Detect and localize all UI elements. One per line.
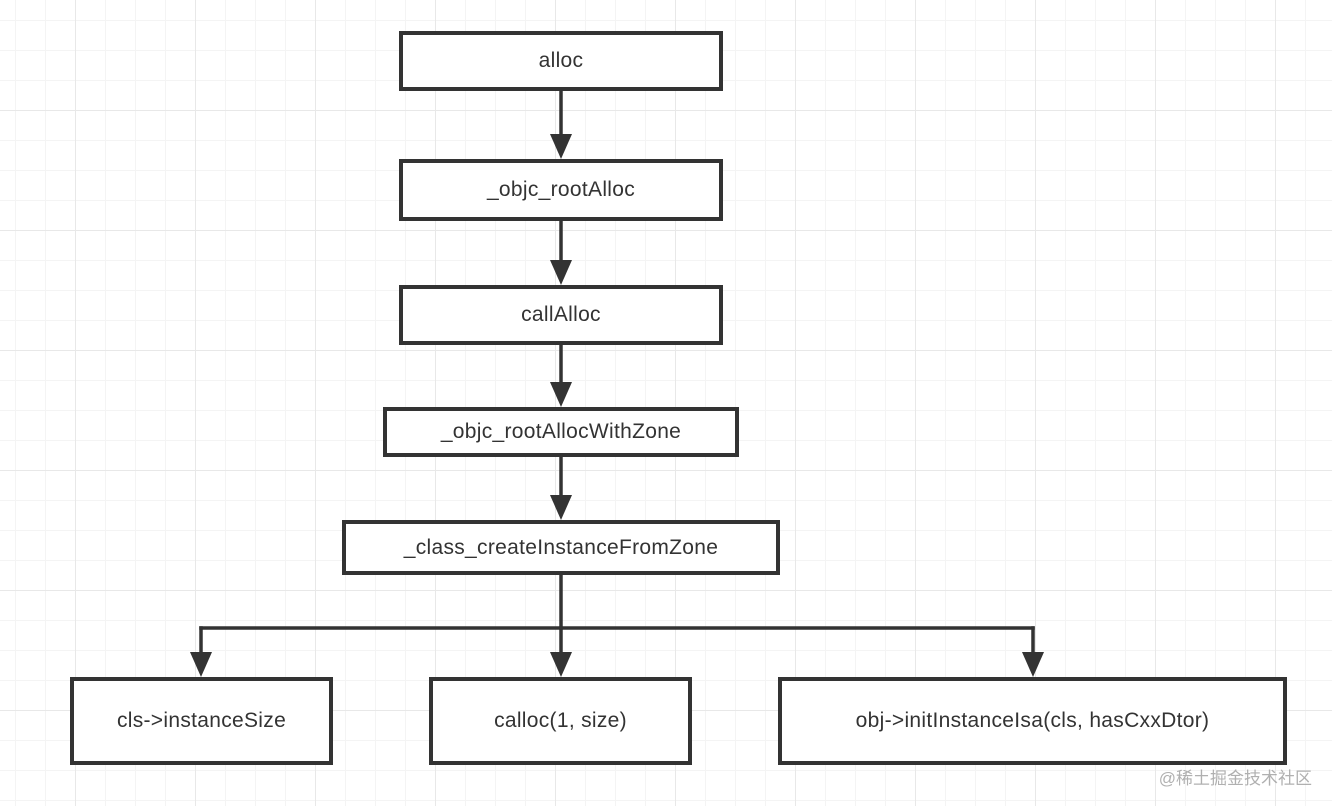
edge-call-alloc-to-objc-root-alloc-with-zone xyxy=(550,343,572,407)
node-calloc: calloc(1, size) xyxy=(429,677,692,765)
juejin-watermark: @稀土掘金技术社区 xyxy=(1158,769,1312,788)
edge-objc-root-alloc-to-call-alloc xyxy=(550,219,572,285)
edge-branch-to-cls-instance-size xyxy=(190,626,212,677)
edge-branch-trunk xyxy=(199,573,1035,630)
node-class-create-instance-from-zone: _class_createInstanceFromZone xyxy=(342,520,780,575)
node-call-alloc: callAlloc xyxy=(399,285,723,345)
node-alloc: alloc xyxy=(399,31,723,91)
edge-branch-to-obj-init-instance-isa xyxy=(1022,626,1044,677)
edge-branch-to-calloc xyxy=(550,626,572,677)
node-objc-root-alloc: _objc_rootAlloc xyxy=(399,159,723,221)
node-obj-init-instance-isa: obj->initInstanceIsa(cls, hasCxxDtor) xyxy=(778,677,1287,765)
edge-alloc-to-objc-root-alloc xyxy=(550,89,572,159)
node-cls-instance-size: cls->instanceSize xyxy=(70,677,333,765)
edge-objc-root-alloc-with-zone-to-class-create-instance-from-zone xyxy=(550,455,572,520)
node-objc-root-alloc-with-zone: _objc_rootAllocWithZone xyxy=(383,407,739,457)
